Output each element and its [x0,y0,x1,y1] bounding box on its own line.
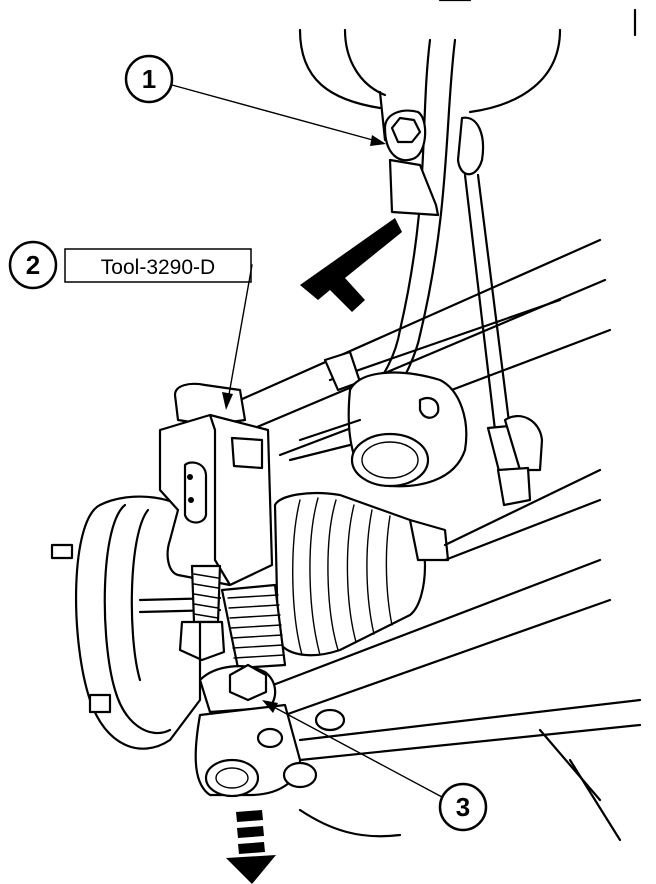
callout-3-number: 3 [456,792,470,822]
callout-1-number: 1 [142,64,156,94]
push-direction-arrow [300,218,402,312]
stabilizer-bar [238,238,612,457]
cv-boot [273,468,602,657]
ball-joint-separator-tool [158,382,274,662]
callout-3: 3 [262,700,488,832]
callout-2-number: 2 [26,250,40,280]
tone-ring [220,583,287,670]
tool-label: Tool-3290-D [101,256,215,279]
pull-direction-arrow [226,810,276,884]
ball-joint-stud [194,663,346,798]
lower-control-arm [258,558,642,842]
stabilizer-link [383,109,544,507]
knuckle-housing [288,371,468,488]
callout-1: 1 [124,54,386,146]
strut-spring [298,0,637,402]
callout-2: 2 Tool-3290-D [8,240,253,410]
